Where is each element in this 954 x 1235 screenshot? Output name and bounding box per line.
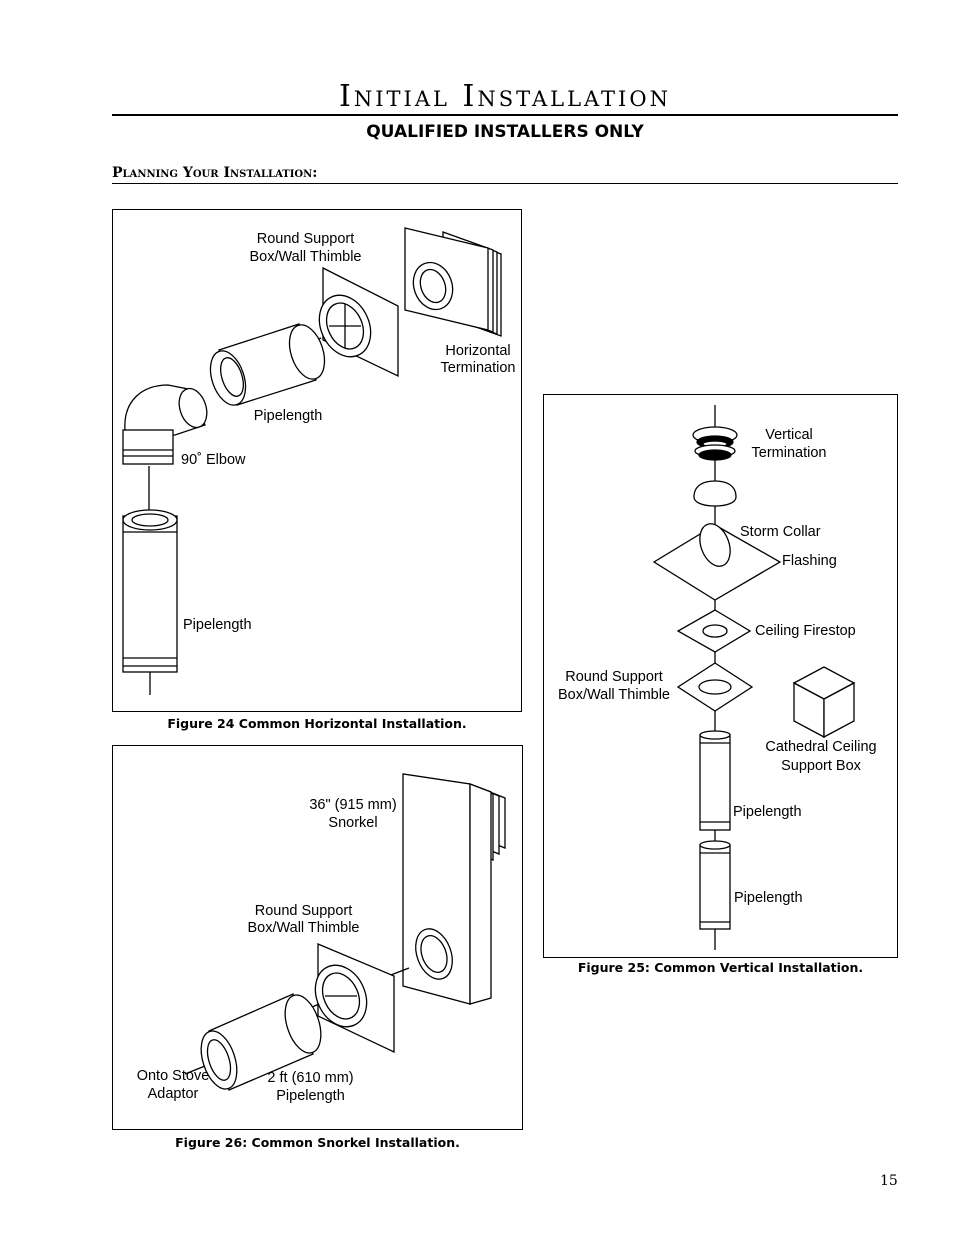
label-round-support-2: Box/Wall Thimble (557, 687, 670, 703)
label-onto-stove-1: Onto Stove (136, 1068, 210, 1084)
label-horizontal-1: Horizontal (445, 343, 511, 359)
figure-24-drawing (122, 227, 502, 695)
section-rule (112, 183, 898, 184)
page-subtitle: QUALIFIED INSTALLERS ONLY (366, 122, 644, 142)
figure-26-drawing (184, 773, 506, 1091)
thimble-drawing (314, 943, 395, 1054)
snorkel-drawing (402, 773, 506, 1005)
page-title: Initial Installation (339, 79, 671, 114)
label-round-support-1: Round Support (256, 231, 355, 247)
cathedral-box-drawing (792, 666, 856, 739)
label-vertical-1: Vertical (765, 427, 813, 443)
thimble-drawing (318, 266, 399, 378)
figure-25-vertical: Vertical Termination Storm Collar Flashi… (543, 394, 898, 958)
label-flashing: Flashing (782, 553, 837, 569)
horizontal-termination-drawing (404, 227, 502, 337)
pipe-1-drawing (699, 730, 731, 831)
title-rule (112, 114, 898, 116)
label-pipelength-2: Pipelength (734, 890, 803, 906)
elbow-drawing (122, 384, 208, 465)
figure-24-caption: Figure 24 Common Horizontal Installation… (167, 716, 467, 731)
label-ceiling-firestop: Ceiling Firestop (755, 623, 856, 639)
label-two-ft-1: 2 ft (610 mm) (267, 1070, 354, 1086)
label-cathedral-1: Cathedral Ceiling (765, 739, 877, 755)
section-heading: Planning Your Installation: (112, 165, 318, 181)
figure-24-horizontal: Round Support Box/Wall Thimble Horizonta… (112, 209, 522, 712)
label-pipelength-1: Pipelength (733, 804, 802, 820)
figure-26-caption: Figure 26: Common Snorkel Installation. (175, 1135, 460, 1150)
figure-26-snorkel: 36" (915 mm) Snorkel Round Support Box/W… (112, 745, 523, 1130)
label-snorkel-2: Snorkel (328, 815, 378, 831)
label-snorkel-1: 36" (915 mm) (309, 797, 397, 813)
figure-25-caption: Figure 25: Common Vertical Installation. (577, 960, 864, 975)
label-horizontal-2: Termination (440, 360, 516, 376)
label-round-support-2: Box/Wall Thimble (247, 920, 360, 936)
pipe-lower-drawing (122, 509, 178, 673)
label-cathedral-2: Support Box (781, 758, 861, 774)
label-vertical-2: Termination (751, 445, 827, 461)
ceiling-firestop-drawing (676, 609, 752, 653)
pipe-drawing (200, 993, 322, 1091)
label-pipelength-upper: Pipelength (253, 408, 323, 424)
storm-collar-drawing (693, 480, 737, 507)
label-storm-collar: Storm Collar (740, 524, 821, 540)
label-round-support-1: Round Support (254, 903, 353, 919)
label-two-ft-2: Pipelength (276, 1088, 345, 1104)
pipe-upper-drawing (209, 323, 326, 406)
pipe-2-drawing (699, 840, 731, 930)
label-round-support-2: Box/Wall Thimble (249, 249, 362, 265)
page-number: 15 (880, 1173, 898, 1189)
label-round-support-1: Round Support (565, 669, 663, 685)
vertical-termination-drawing (692, 426, 738, 461)
label-elbow: 90˚ Elbow (181, 452, 246, 468)
thimble-drawing (676, 662, 754, 712)
figure-25-drawing (652, 405, 856, 950)
label-onto-stove-2: Adaptor (147, 1086, 199, 1102)
label-pipelength-lower: Pipelength (183, 617, 252, 633)
flashing-drawing (652, 523, 782, 601)
